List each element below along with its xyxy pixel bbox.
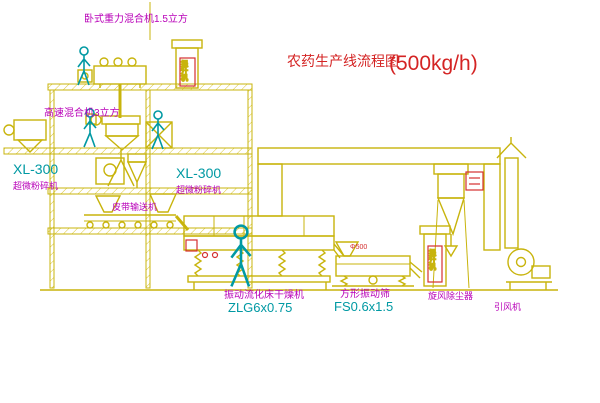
exhaust-stack — [496, 137, 527, 249]
screen-discharge — [409, 261, 423, 279]
label-horizontal-mixer: 卧式重力混合机1.5立方 — [84, 12, 188, 25]
fluid-bed-dryer — [183, 215, 345, 290]
belt-conveyor — [84, 193, 190, 231]
label-vibrating-screen-model: FS0.6x1.5 — [334, 299, 393, 314]
label-induced-draft-fan: 引风机 — [494, 301, 521, 312]
column — [49, 89, 55, 289]
label-center-mill-model: XL-300 — [176, 165, 221, 181]
spring — [339, 275, 349, 287]
building-structure — [3, 2, 558, 291]
vibrating-screen — [332, 241, 423, 287]
bucket-elevator-right: 提升机 — [419, 225, 451, 287]
cyclone-separator — [432, 163, 484, 289]
label-left-mill-name: 超微粉碎机 — [13, 180, 58, 191]
label-left-mill-model: XL-300 — [13, 161, 58, 177]
induced-draft-fan — [506, 248, 552, 290]
label-fluid-bed-dryer: 振动流化床干燥机 — [224, 288, 304, 301]
pulverizer-center — [95, 153, 148, 188]
label-cyclone-collector: 旋风除尘器 — [428, 290, 473, 301]
pulse-valve — [465, 171, 484, 191]
diagram-title: 农药生产线流程图 — [287, 53, 399, 69]
column — [145, 89, 151, 289]
exhaust-duct — [257, 147, 501, 251]
spring — [317, 249, 327, 277]
high-speed-mixer — [85, 113, 141, 151]
pulverizer-left — [3, 119, 47, 153]
rain-cap — [496, 137, 527, 159]
diagram-title-capacity: (500kg/h) — [389, 52, 478, 75]
spring — [397, 275, 407, 287]
elevator-right-label: 提升机 — [429, 248, 437, 271]
spring — [277, 249, 287, 277]
spring — [193, 249, 203, 277]
label-high-speed-mixer: 高速混合机3立方 — [44, 106, 120, 119]
label-belt-conveyor: 皮带输送机 — [112, 201, 157, 212]
label-vibrating-screen: 方形振动筛 — [340, 287, 390, 300]
storage-bin — [145, 121, 173, 149]
vibration-motor — [185, 239, 198, 252]
bucket-elevator-top: 提升机 — [171, 39, 203, 89]
horizontal-mixer — [77, 57, 147, 118]
elevator-top-label: 提升机 — [181, 59, 189, 82]
column — [247, 89, 253, 289]
label-fluid-bed-dryer-model: ZLG6x0.75 — [228, 300, 292, 315]
label-hopper-size: Φ500 — [350, 244, 367, 251]
label-center-mill-name: 超微粉碎机 — [176, 184, 221, 195]
